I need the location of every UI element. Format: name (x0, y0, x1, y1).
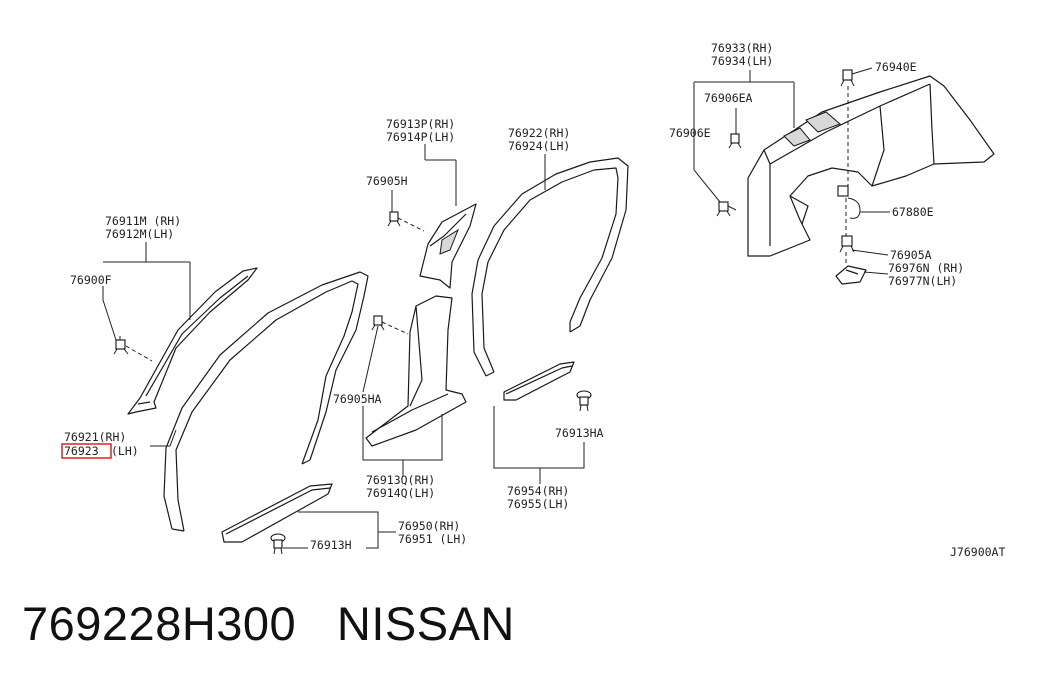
clip-76905A-icon (839, 235, 855, 253)
label-76913H: 76913H (310, 538, 352, 552)
label-67880E: 67880E (892, 205, 934, 219)
front-door-weatherstrip-part (163, 271, 369, 532)
label-76905HA: 76905HA (333, 392, 382, 406)
label-76924: 76924(LH) (508, 139, 570, 153)
clip-76913H-icon (270, 533, 286, 555)
label-76955: 76955(LH) (507, 497, 569, 511)
clip-76905H-icon (387, 211, 425, 232)
hook-67880E-icon (837, 185, 861, 219)
a-pillar-garnish-part (127, 267, 258, 415)
label-76913HA: 76913HA (555, 426, 604, 440)
label-76922: 76922(RH) (508, 126, 570, 140)
label-76912M: 76912M(LH) (105, 227, 174, 241)
label-76923-side: (LH) (111, 444, 139, 458)
label-76976N: 76976N (RH) (888, 261, 964, 275)
label-76911M: 76911M (RH) (105, 214, 181, 228)
label-76933: 76933(RH) (711, 41, 773, 55)
front-kicking-plate-part (221, 483, 333, 543)
label-76940E: 76940E (875, 60, 917, 74)
label-76906E: 76906E (669, 126, 711, 140)
rear-door-weatherstrip-part (471, 157, 629, 377)
dashed-guide-right (845, 86, 849, 266)
label-76977N: 76977N(LH) (888, 274, 957, 288)
clip-76906E-icon (716, 201, 737, 217)
highlight-box (61, 443, 112, 459)
clip-76906EA-icon (728, 133, 742, 149)
center-pillar-lower-part (365, 295, 467, 447)
label-76951: 76951 (LH) (398, 532, 467, 546)
bracket-76976N-icon (835, 265, 867, 285)
label-76900F: 76900F (70, 273, 112, 287)
label-76921: 76921(RH) (64, 430, 126, 444)
label-76906EA: 76906EA (704, 91, 753, 105)
label-76950: 76950(RH) (398, 519, 460, 533)
clip-76900F-icon (113, 336, 153, 362)
label-76934: 76934(LH) (711, 54, 773, 68)
caption: 769228H300 NISSAN (22, 596, 515, 651)
diagram-code: J76900AT (950, 545, 1005, 559)
label-76913P: 76913P(RH) (386, 117, 455, 131)
callout-labels: 76911M (RH) 76912M(LH) 76900F 76921(RH) … (64, 41, 1005, 559)
leader-lines (102, 67, 890, 549)
clip-76913HA-icon (576, 390, 592, 412)
label-76905H: 76905H (366, 174, 408, 188)
rear-kicking-plate-part (503, 361, 575, 401)
label-76923-number: 76923 (64, 444, 99, 458)
luggage-side-finisher-part (747, 75, 995, 257)
caption-brand: NISSAN (336, 597, 515, 650)
label-76954: 76954(RH) (507, 484, 569, 498)
label-76914P: 76914P(LH) (386, 130, 455, 144)
label-76905A: 76905A (890, 248, 932, 262)
clip-76905HA-icon (371, 315, 409, 335)
clip-76940E-icon (840, 69, 855, 87)
label-76914Q: 76914Q(LH) (366, 486, 435, 500)
label-76913Q: 76913Q(RH) (366, 473, 435, 487)
center-pillar-upper-part (419, 203, 477, 289)
caption-part-number: 769228H300 (22, 597, 297, 650)
